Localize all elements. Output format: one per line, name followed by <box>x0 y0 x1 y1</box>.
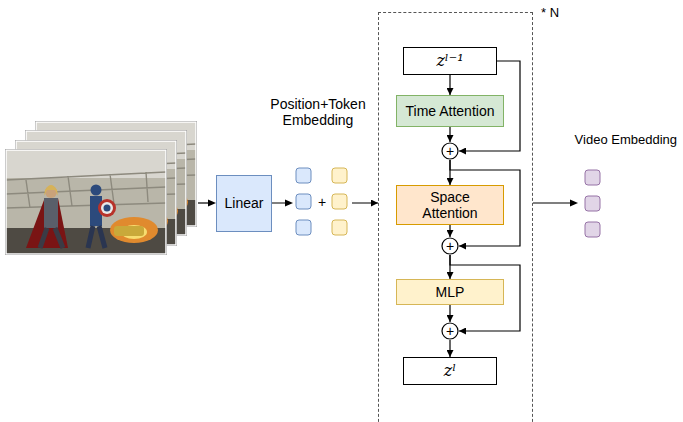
space-attention-box: Space Attention <box>396 185 504 225</box>
residual-add: + <box>441 237 459 255</box>
output-state-box: zˡ <box>403 357 497 385</box>
token-square <box>296 168 311 183</box>
position-square <box>332 168 347 183</box>
box-label: zˡ⁻¹ <box>436 52 463 70</box>
add-symbol: + <box>446 324 454 338</box>
add-circle-outline <box>442 143 458 159</box>
mlp-box: MLP <box>396 279 504 305</box>
input-arrow-head <box>208 200 216 207</box>
plus-sign: + <box>318 194 326 210</box>
add-circle-outline <box>442 238 458 254</box>
box-label: Space Attention <box>403 189 497 221</box>
position-square <box>332 220 347 235</box>
input-arrow-line <box>198 202 209 203</box>
linear-box: Linear <box>216 175 272 232</box>
video-embedding-square <box>585 222 600 237</box>
token-square <box>296 220 311 235</box>
connector <box>449 305 450 322</box>
connector <box>449 225 450 237</box>
time-attention-box: Time Attention <box>396 95 504 127</box>
connector <box>449 127 450 142</box>
residual-add: + <box>441 142 459 160</box>
input-state-box: zˡ⁻¹ <box>403 47 497 75</box>
video-frame <box>5 149 167 255</box>
output-arrow-line <box>533 202 571 203</box>
position-square <box>332 194 347 209</box>
connector <box>449 340 450 357</box>
box-label: Linear <box>225 195 264 211</box>
box-label: zˡ <box>444 362 456 380</box>
video-embedding-square <box>585 170 600 185</box>
add-circle-outline <box>442 323 458 339</box>
add-symbol: + <box>446 239 454 253</box>
connector <box>449 75 450 95</box>
box-label: MLP <box>436 284 465 300</box>
add-symbol: + <box>446 144 454 158</box>
embedding-label: Position+Token Embedding <box>262 96 374 128</box>
residual-add: + <box>441 322 459 340</box>
box-label: Time Attention <box>406 103 495 119</box>
token-square <box>296 194 311 209</box>
output-label: Video Embedding <box>575 133 677 148</box>
output-arrow-head <box>570 200 578 207</box>
video-embedding-square <box>585 196 600 211</box>
repeat-count: * N <box>541 6 559 21</box>
transformer-block: * Nzˡ⁻¹Time Attention+Space Attention+ML… <box>378 12 533 422</box>
